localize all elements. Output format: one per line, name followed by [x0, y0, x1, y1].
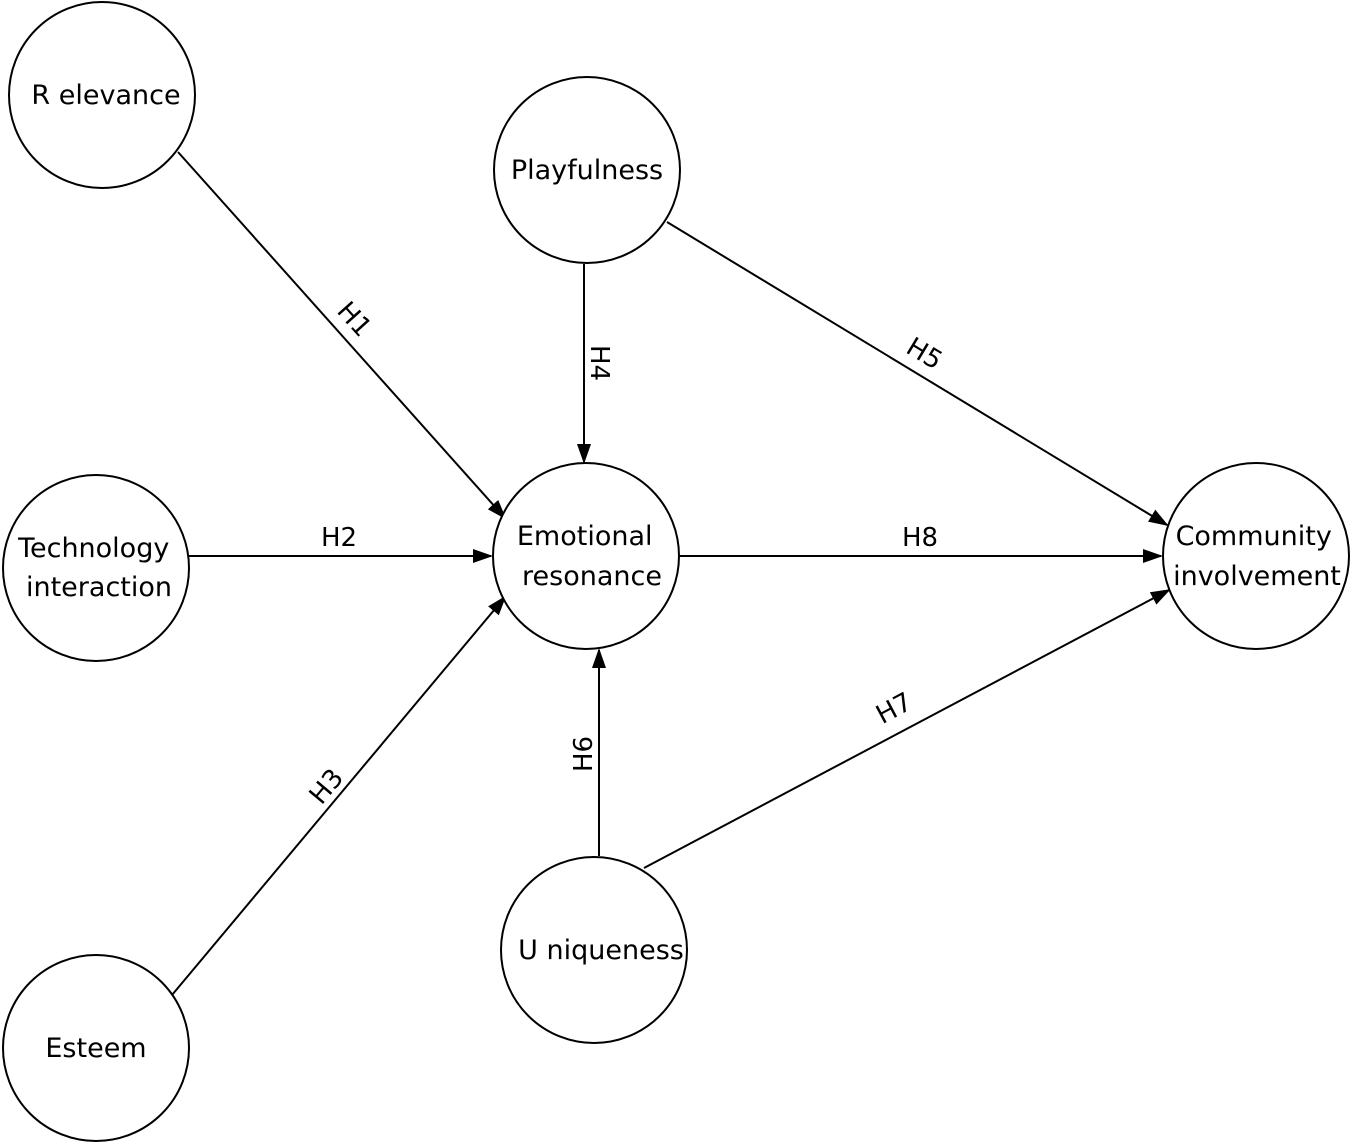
node-emotional-resonance: Emotional resonance: [492, 462, 680, 650]
node-uniqueness: U niqueness: [500, 856, 688, 1044]
edge-label-h1: H1: [331, 296, 377, 343]
edge-h5: [666, 221, 1169, 527]
node-uniqueness-circle: [500, 856, 688, 1044]
node-playfulness-label: Playfulness: [511, 155, 663, 186]
node-esteem-label: Esteem: [45, 1033, 146, 1064]
node-relevance-label: R elevance: [31, 80, 180, 111]
edge-h7: [643, 589, 1171, 869]
node-playfulness-circle: [493, 76, 681, 264]
node-uniqueness-label: U niqueness: [518, 935, 684, 966]
edge-label-h7: H7: [871, 687, 917, 730]
edge-label-h8: H8: [902, 523, 938, 553]
node-technology-interaction: Technology interaction: [2, 474, 190, 662]
node-community-involvement-label: Community involvement: [1173, 521, 1341, 592]
node-relevance: R elevance: [8, 1, 196, 189]
edge-label-h3: H3: [304, 763, 350, 810]
node-emotional-resonance-circle: [492, 462, 680, 650]
node-community-involvement: Community involvement: [1162, 462, 1350, 650]
edge-label-h6: H6: [569, 736, 599, 772]
node-community-involvement-circle: [1162, 462, 1350, 650]
edge-label-h2: H2: [321, 523, 357, 553]
node-esteem: Esteem: [2, 954, 190, 1142]
edges: [171, 151, 1171, 996]
node-technology-interaction-label: Technology interaction: [17, 533, 178, 603]
edge-label-h4: H4: [584, 345, 614, 381]
node-emotional-resonance-label: Emotional resonance: [517, 521, 662, 592]
node-playfulness: Playfulness: [493, 76, 681, 264]
node-relevance-circle: [8, 1, 196, 189]
edge-label-h5: H5: [901, 332, 947, 376]
node-technology-interaction-circle: [2, 474, 190, 662]
edge-h1: [177, 151, 507, 520]
edge-h3: [171, 595, 507, 996]
node-esteem-circle: [2, 954, 190, 1142]
